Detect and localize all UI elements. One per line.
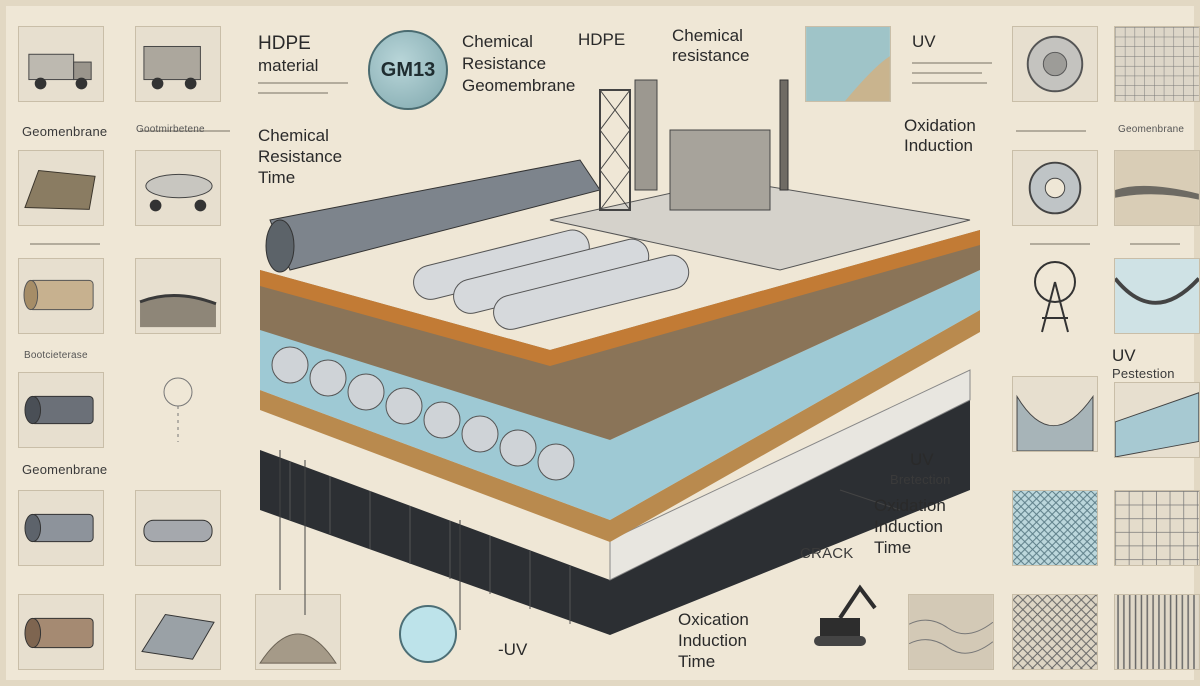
tile-rolls-stack [18,150,104,226]
scribble-text [1130,243,1180,245]
label-oxidation-top: Oxidation [904,116,976,135]
label-resistance-top: resistance [672,46,750,65]
lower-pipes [271,346,575,481]
tile-grid [1114,26,1200,102]
tile-ring [1012,150,1098,226]
tile-sheet-fold [135,594,221,670]
label-chemical: Chemical [462,32,533,51]
label-crack: CRACK [800,545,854,562]
label-hdpe: HDPE [258,33,311,54]
tile-fence [1114,594,1200,670]
label-induction-top: Induction [904,136,973,155]
label-sidebar-1: Gootmirbetene [136,124,205,135]
tile-water-sand [805,26,891,102]
upper-pipes [413,229,690,330]
tile-terrain [1114,150,1200,226]
label-resistance: Resistance [462,54,547,73]
tile-roll-steel [18,490,104,566]
tile-liner-curve [1114,258,1200,334]
support-pillars [609,369,971,581]
tile-tanker-truck [135,150,221,226]
tile-valve-sketch [135,372,221,448]
label-induction-mid: Induction [874,517,943,536]
label-protection-right: Pestestion [1112,366,1175,381]
label-chemical-2: Chemical [258,126,329,145]
label-time-mid: Time [874,538,912,557]
tile-truck-1 [18,26,104,102]
label-resistance-2: Resistance [258,147,343,166]
tile-mesh-blue [1012,490,1098,566]
base-grid-cells [289,462,571,624]
tile-liner-panel [1114,382,1200,458]
tile-disc [1012,26,1098,102]
brown-membrane [260,230,980,366]
tile-chainlink [1012,594,1098,670]
layered-liner-diagram [260,79,980,635]
silo [634,79,658,191]
tile-ferris-wheel [1012,258,1098,334]
tile-roll-dark [18,372,104,448]
label-hdpe-top: HDPE [578,30,626,49]
tile-texture [908,594,994,670]
scribble-text [912,72,982,74]
tile-liner-fold [1012,376,1098,452]
plant-building [669,129,771,211]
scribble-text [912,62,992,64]
scribble-text [30,243,100,245]
label-uv-right: UV [1112,346,1136,365]
tile-flask [385,594,471,670]
label-material: material [258,56,319,75]
label-oxidation-bottom: Oxication [678,610,749,629]
tile-gravel-pile [255,594,341,670]
scribble-text [258,92,328,94]
label-uv-mid: UV [910,450,934,469]
tile-roll-copper [18,594,104,670]
scribble-text [1016,130,1086,132]
gm13-badge: GM13 [368,30,448,110]
chimney [779,79,789,191]
tile-excavator [800,578,886,654]
label-geomembrane-top: Geomembrane [462,76,576,95]
scribble-text [140,130,230,132]
scribble-text [258,82,348,84]
leader-lines [279,450,901,630]
label-uv-bottom: -UV [498,640,528,659]
label-sidebar-2: Bootcieterase [24,350,88,361]
tile-grid-2 [1114,490,1200,566]
scribble-text [1030,243,1090,245]
label-oxidation-mid: Oxidation [874,496,946,515]
tile-truck-2 [135,26,221,102]
label-geomembrane-1: Geomenbrane [22,124,108,139]
label-time-2: Time [258,168,296,187]
label-uv-top: UV [912,32,936,51]
label-induction-bottom: Induction [678,631,747,650]
tile-roll-flat [135,490,221,566]
label-geomembrane-2: Geomenbrane [22,462,108,477]
tile-roll-tan [18,258,104,334]
label-geomembrane-right: Geomenbrane [1118,124,1185,135]
black-base-layer [260,400,970,635]
tile-sheet-gravel [135,258,221,334]
label-chemical-top: Chemical [672,26,743,45]
label-time-bottom: Time [678,652,716,671]
label-protection-mid: Bretection [890,472,951,487]
scribble-text [912,82,987,84]
